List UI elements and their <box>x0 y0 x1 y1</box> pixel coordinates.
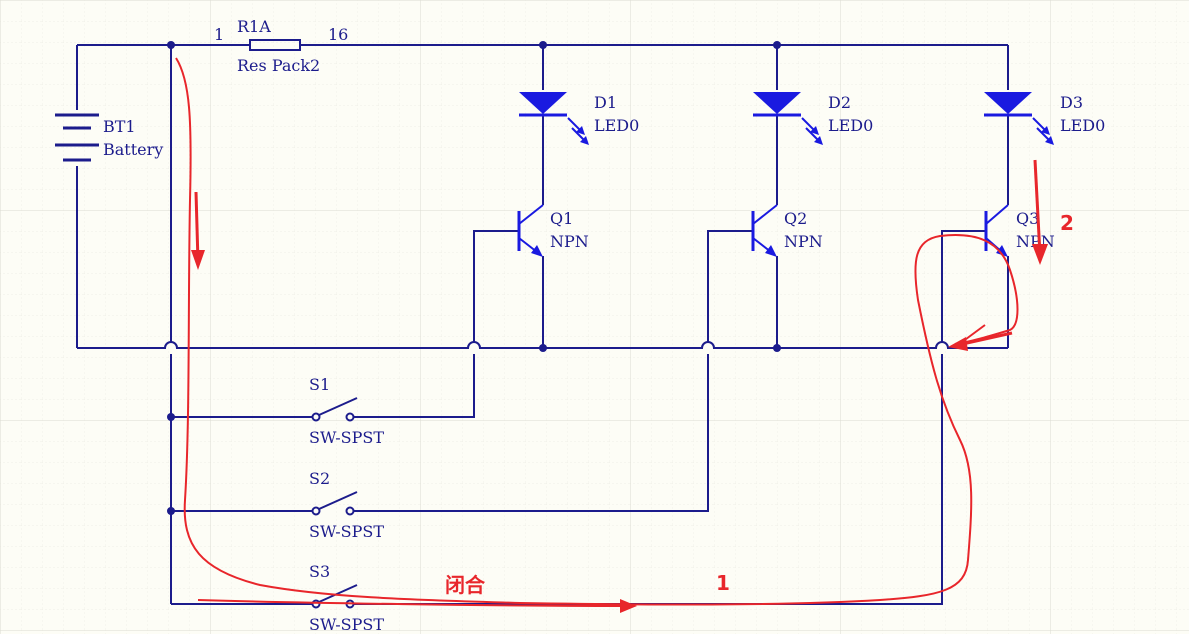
s2-designator: S2 <box>309 469 330 488</box>
transistor-q1[interactable]: Q1 NPN <box>517 204 589 257</box>
current-path-1 <box>175 57 1019 606</box>
d3-comment: LED0 <box>1060 116 1105 135</box>
annotation-path-2: 2 <box>1060 211 1074 235</box>
arrow-emitter-shaft <box>957 331 1013 347</box>
r1a-comment: Res Pack2 <box>237 56 320 75</box>
arrow-2-shaft <box>1033 159 1042 256</box>
annotation-closed: 闭合 <box>445 573 486 597</box>
arrow-left-head <box>191 250 205 270</box>
q1-comment: NPN <box>550 232 589 251</box>
q2-designator: Q2 <box>784 209 807 228</box>
d1-designator: D1 <box>594 93 617 112</box>
bt1-comment: Battery <box>103 140 163 159</box>
battery-bt1[interactable]: BT1 Battery <box>55 113 163 162</box>
d2-comment: LED0 <box>828 116 873 135</box>
r1a-pin-left: 1 <box>214 25 224 44</box>
d1-comment: LED0 <box>594 116 639 135</box>
transistor-q2[interactable]: Q2 NPN <box>751 204 823 257</box>
switch-s2[interactable]: S2 SW-SPST <box>309 469 384 541</box>
junctions <box>167 41 781 515</box>
arrow-2-head <box>1032 244 1048 265</box>
resistor-r1a[interactable]: R1A Res Pack2 1 16 <box>214 17 348 75</box>
bt1-designator: BT1 <box>103 117 136 136</box>
arrow-bottom-head <box>620 599 637 613</box>
r1a-designator: R1A <box>237 17 271 36</box>
s1-comment: SW-SPST <box>309 428 384 447</box>
switch-s3[interactable]: S3 SW-SPST <box>309 562 384 634</box>
red-annotations: 闭合 1 2 <box>175 57 1074 613</box>
d2-designator: D2 <box>828 93 851 112</box>
led-d1[interactable]: D1 LED0 <box>519 92 639 145</box>
switch-s1[interactable]: S1 SW-SPST <box>309 375 384 447</box>
led-d2[interactable]: D2 LED0 <box>753 92 873 145</box>
led-d3[interactable]: D3 LED0 <box>984 92 1105 145</box>
s2-comment: SW-SPST <box>309 522 384 541</box>
s3-designator: S3 <box>309 562 330 581</box>
s3-comment: SW-SPST <box>309 615 384 634</box>
transistor-q3[interactable]: Q3 NPN <box>984 204 1055 257</box>
q3-designator: Q3 <box>1016 209 1039 228</box>
q2-comment: NPN <box>784 232 823 251</box>
d3-designator: D3 <box>1060 93 1083 112</box>
current-path-bottom <box>197 599 626 607</box>
annotation-path-1: 1 <box>716 571 730 595</box>
s1-designator: S1 <box>309 375 330 394</box>
q1-designator: Q1 <box>550 209 573 228</box>
r1a-pin-right: 16 <box>328 25 348 44</box>
